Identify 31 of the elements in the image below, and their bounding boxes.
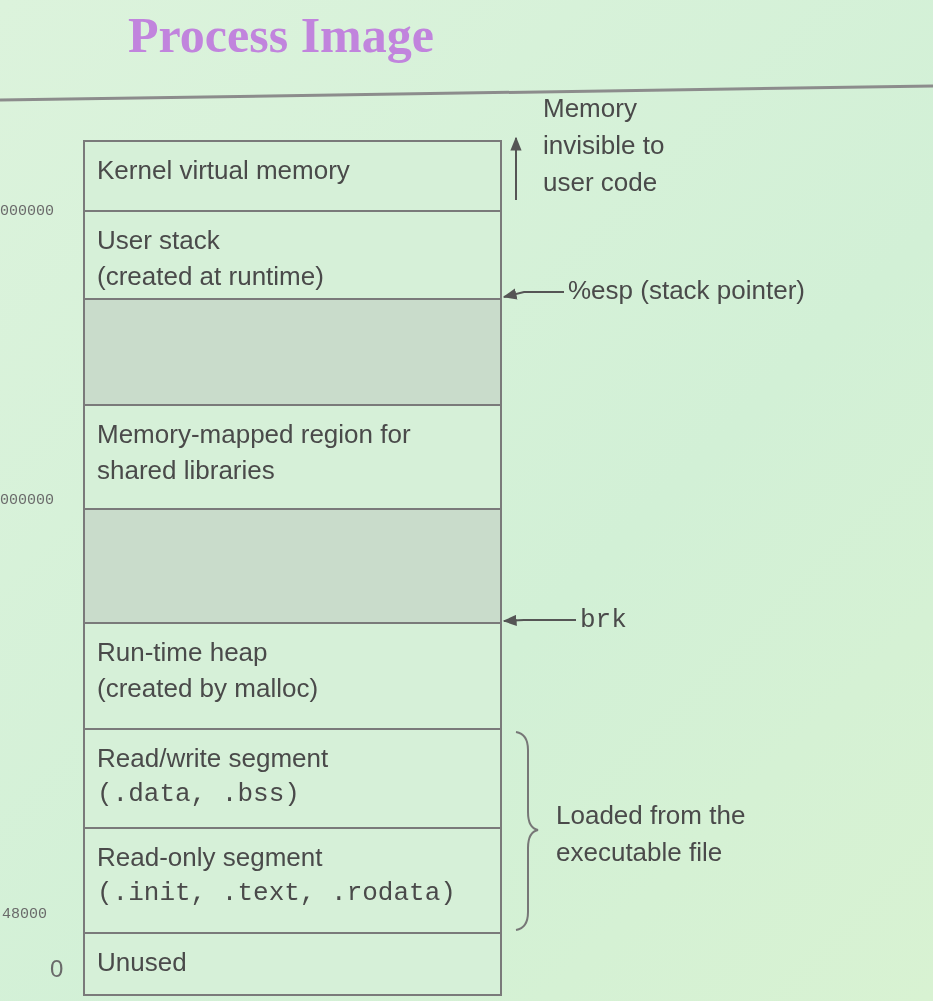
address-label: 000000 — [0, 203, 54, 220]
memory-segment-box — [83, 404, 502, 510]
memory-segment-box — [83, 622, 502, 730]
memory-segment-box — [83, 728, 502, 829]
memory-gap-box — [83, 298, 502, 406]
pointer-arrow — [502, 288, 565, 300]
segment-label: (.data, .bss) — [97, 778, 300, 811]
address-label: 000000 — [0, 492, 54, 509]
pointer-arrow — [502, 614, 577, 626]
memory-segment-box — [83, 210, 502, 300]
annotation-text: Loaded from the executable file — [556, 799, 747, 869]
memory-segment-box — [83, 932, 502, 996]
segment-label: Memory-mapped region for shared libraries — [97, 418, 412, 487]
segment-label: Run-time heap — [97, 636, 268, 669]
address-label: 48000 — [2, 906, 47, 923]
segment-label: brk — [580, 604, 627, 637]
annotation-text: Memory invisible to user code — [543, 92, 666, 199]
segment-label: (created by malloc) — [97, 672, 319, 705]
segment-label: Unused — [97, 946, 187, 979]
segment-label: User stack — [97, 224, 220, 257]
segment-label: %esp (stack pointer) — [568, 274, 805, 307]
title: Process Image — [128, 6, 434, 64]
segment-label: Kernel virtual memory — [97, 154, 350, 187]
segment-label: Read/write segment — [97, 742, 329, 775]
address-label: 0 — [50, 955, 64, 983]
memory-gap-box — [83, 508, 502, 624]
segment-label: (created at runtime) — [97, 260, 324, 293]
memory-segment-box — [83, 140, 502, 212]
segment-label: (.init, .text, .rodata) — [97, 877, 456, 910]
memory-segment-box — [83, 827, 502, 934]
segment-label: Read-only segment — [97, 841, 323, 874]
